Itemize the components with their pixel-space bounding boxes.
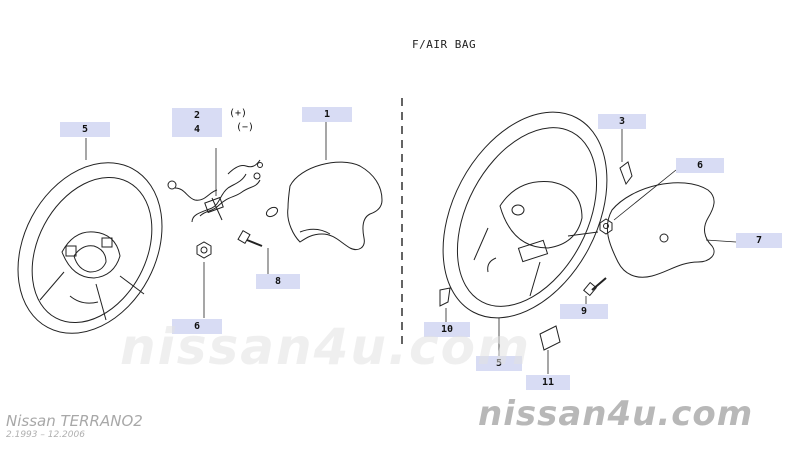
air-bag-module-left [287, 122, 383, 251]
cover-3 [619, 128, 633, 186]
nut-left [196, 241, 212, 318]
callout-6-right[interactable]: 6 [676, 158, 724, 173]
footer-model: Nissan TERRANO2 [6, 412, 143, 430]
callout-1[interactable]: 1 [302, 107, 352, 122]
callout-5-left[interactable]: 5 [60, 122, 110, 137]
washer [265, 206, 279, 218]
callout-3[interactable]: 3 [598, 114, 646, 129]
callout-5-right[interactable]: 5 [476, 356, 522, 371]
bolt-9 [583, 277, 607, 304]
watermark-corner: nissan4u.com [478, 394, 754, 434]
cover-10 [439, 287, 451, 322]
callout-9[interactable]: 9 [560, 304, 608, 319]
callout-11[interactable]: 11 [526, 375, 570, 390]
callout-2[interactable]: 2 [172, 108, 222, 123]
callout-4[interactable]: 4 [172, 122, 222, 137]
footer-years: 2.1993 – 12.2006 [6, 430, 85, 440]
callout-8[interactable]: 8 [256, 274, 300, 289]
callout-10[interactable]: 10 [424, 322, 470, 337]
sign-minus: (−) [236, 122, 255, 133]
nut-right [599, 169, 677, 235]
steering-wheel-right [442, 111, 608, 356]
callout-7[interactable]: 7 [736, 233, 782, 248]
air-bag-module-right [606, 182, 737, 278]
sign-plus: (+) [229, 108, 248, 119]
bracket-11 [539, 325, 561, 374]
diagram-title: F/AIR BAG [412, 38, 477, 51]
callout-6-left[interactable]: 6 [172, 319, 222, 334]
bolt-8 [237, 229, 269, 274]
steering-wheel-left [17, 162, 163, 334]
air-bag-harness [167, 148, 263, 223]
watermark-center: nissan4u.com [120, 318, 532, 376]
